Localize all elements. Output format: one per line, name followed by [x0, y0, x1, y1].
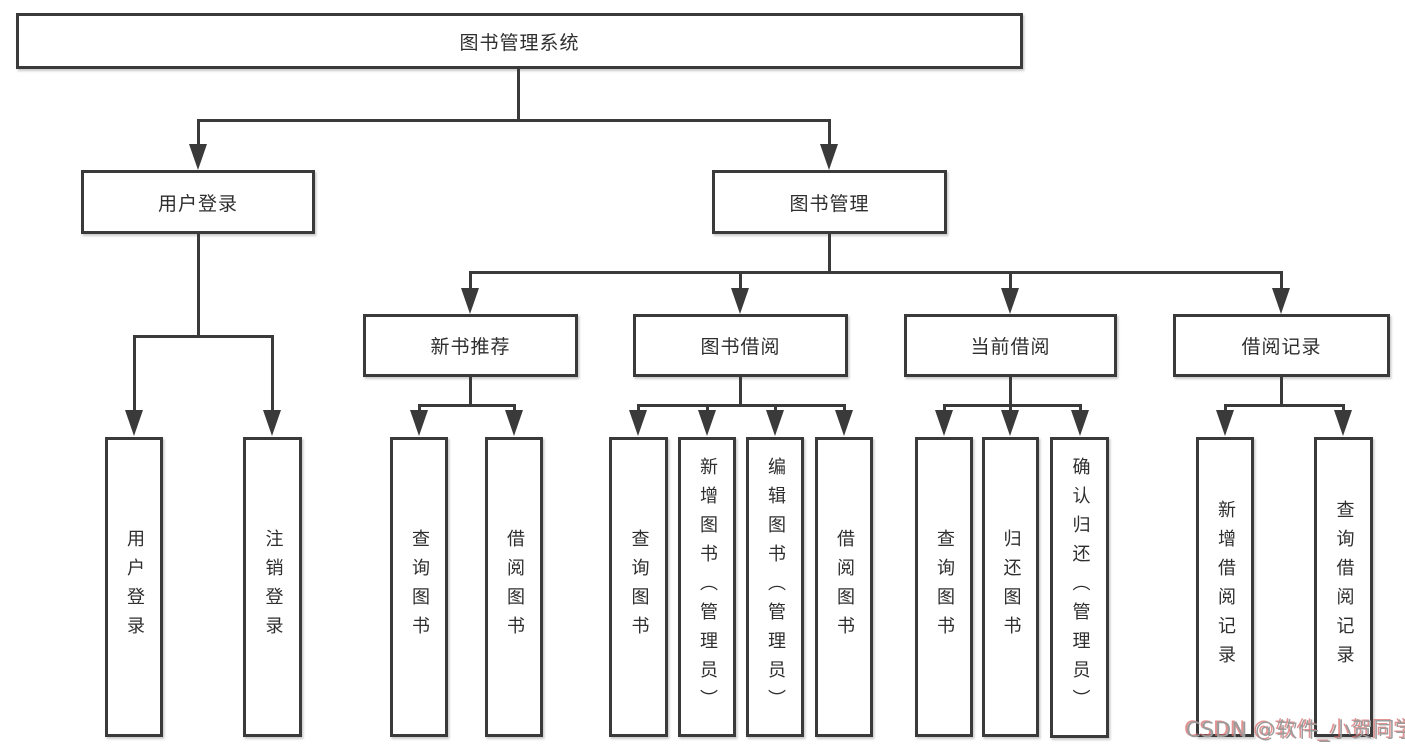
connector-line: [469, 271, 1283, 274]
node-book-management-label: 图书管理: [789, 192, 870, 215]
leaf-current-confirm-return-label: 确认归还（管理员）: [1069, 457, 1091, 718]
connector-line: [706, 404, 709, 412]
arrow-down-icon: [263, 410, 281, 436]
arrow-down-icon: [1334, 410, 1352, 436]
connector-line: [1009, 374, 1012, 406]
node-borrow-record: 借阅记录: [1173, 314, 1390, 377]
leaf-current-query-book-label: 查询图书: [934, 529, 955, 645]
connector-line: [1079, 404, 1082, 412]
leaf-record-query-record: 查询借阅记录: [1314, 437, 1373, 737]
leaf-borrow-borrow-book-label: 借阅图书: [834, 529, 855, 645]
leaf-borrow-query-book: 查询图书: [609, 437, 668, 737]
leaf-current-query-book: 查询图书: [915, 437, 973, 737]
connector-line: [739, 271, 742, 290]
connector-line: [637, 404, 846, 407]
arrow-down-icon: [1001, 410, 1019, 436]
arrow-down-icon: [935, 410, 953, 436]
leaf-user-login: 用户登录: [105, 437, 163, 737]
connector-line: [197, 119, 200, 146]
node-user-login-label: 用户登录: [157, 192, 238, 215]
connector-line: [1342, 404, 1345, 412]
connector-line: [133, 335, 136, 412]
connector-line: [513, 404, 516, 412]
leaf-current-confirm-return: 确认归还（管理员）: [1050, 437, 1109, 738]
leaf-borrow-add-book: 新增图书（管理员）: [678, 437, 736, 737]
node-root-system: 图书管理系统: [16, 13, 1023, 69]
arrow-down-icon: [410, 410, 428, 436]
arrow-down-icon: [1272, 288, 1290, 314]
leaf-record-query-record-label: 查询借阅记录: [1333, 500, 1355, 674]
connector-line: [843, 404, 846, 412]
leaf-borrow-query-book-label: 查询图书: [628, 529, 650, 645]
connector-line: [943, 404, 946, 412]
node-book-management: 图书管理: [712, 170, 947, 234]
node-new-book-recommend: 新书推荐: [363, 314, 578, 377]
leaf-borrow-edit-book: 编辑图书（管理员）: [746, 437, 804, 737]
connector-line: [469, 374, 472, 406]
arrow-down-icon: [461, 288, 479, 314]
node-current-borrow-label: 当前借阅: [970, 336, 1051, 358]
connector-line: [637, 404, 640, 412]
node-book-borrow: 图书借阅: [633, 314, 848, 377]
leaf-logout-label: 注销登录: [262, 529, 284, 645]
connector-line: [418, 404, 516, 407]
csdn-watermark: CSDN @软件_小贺同学: [1186, 718, 1405, 742]
arrow-down-icon: [189, 144, 207, 170]
arrow-down-icon: [1216, 410, 1234, 436]
arrow-down-icon: [766, 410, 784, 436]
leaf-record-add-record-label: 新增借阅记录: [1215, 500, 1236, 674]
leaf-recommend-query-book-label: 查询图书: [409, 529, 430, 645]
connector-line: [1009, 271, 1012, 290]
node-borrow-record-label: 借阅记录: [1241, 336, 1322, 358]
arrow-down-icon: [125, 410, 143, 436]
connector-line: [469, 271, 472, 290]
connector-line: [1280, 271, 1283, 290]
connector-line: [418, 404, 421, 412]
connector-line: [774, 404, 777, 412]
connector-line: [197, 119, 831, 122]
node-new-book-recommend-label: 新书推荐: [430, 336, 511, 358]
connector-line: [828, 231, 831, 273]
arrow-down-icon: [1001, 288, 1019, 314]
node-root-label: 图书管理系统: [459, 31, 580, 54]
leaf-user-login-label: 用户登录: [124, 529, 145, 645]
leaf-logout: 注销登录: [243, 437, 302, 737]
leaf-borrow-borrow-book: 借阅图书: [815, 437, 873, 737]
connector-line: [133, 335, 274, 338]
connector-line: [1224, 404, 1345, 407]
node-user-login: 用户登录: [81, 170, 315, 234]
connector-line: [1224, 404, 1227, 412]
connector-line: [739, 374, 742, 406]
leaf-borrow-edit-book-label: 编辑图书（管理员）: [765, 456, 786, 718]
node-book-borrow-label: 图书借阅: [700, 336, 781, 358]
connector-line: [197, 231, 200, 337]
leaf-record-add-record: 新增借阅记录: [1196, 437, 1254, 737]
leaf-current-return-book: 归还图书: [982, 437, 1039, 737]
connector-line: [1009, 404, 1012, 412]
arrow-down-icon: [731, 288, 749, 314]
leaf-borrow-add-book-label: 新增图书（管理员）: [697, 456, 718, 718]
leaf-recommend-query-book: 查询图书: [390, 437, 448, 737]
arrow-down-icon: [835, 410, 853, 436]
arrow-down-icon: [629, 410, 647, 436]
connector-line: [517, 66, 520, 121]
connector-line: [271, 335, 274, 412]
connector-line: [1280, 374, 1283, 406]
node-current-borrow: 当前借阅: [904, 314, 1117, 377]
leaf-current-return-book-label: 归还图书: [1000, 529, 1022, 645]
arrow-down-icon: [1071, 410, 1089, 436]
arrow-down-icon: [505, 410, 523, 436]
leaf-recommend-borrow-book: 借阅图书: [485, 437, 543, 737]
leaf-recommend-borrow-book-label: 借阅图书: [504, 529, 525, 645]
arrow-down-icon: [820, 144, 838, 170]
connector-line: [943, 404, 1082, 407]
arrow-down-icon: [698, 410, 716, 436]
connector-line: [828, 119, 831, 146]
